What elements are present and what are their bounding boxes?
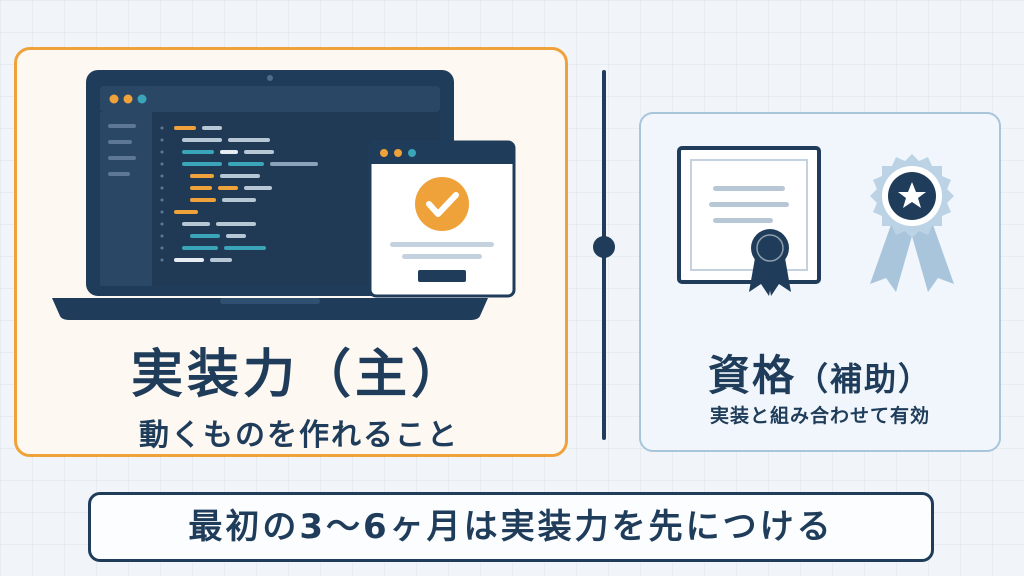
browser-checkmark-icon bbox=[368, 140, 516, 298]
certificate-icon bbox=[677, 146, 821, 296]
implementation-title: 実装力（主） bbox=[130, 345, 467, 405]
award-ribbon-icon bbox=[870, 154, 954, 292]
divider-dot bbox=[593, 236, 615, 258]
qualification-title: 資格（補助） bbox=[650, 342, 990, 403]
summary-banner: 最初の3～6ヶ月は実装力を先につける bbox=[88, 492, 934, 562]
qualification-title-paren: （補助） bbox=[796, 360, 933, 398]
summary-banner-text: 最初の3～6ヶ月は実装力を先につける bbox=[188, 507, 834, 547]
qualification-title-main: 資格 bbox=[707, 351, 796, 400]
qualification-subtitle: 実装と組み合わせて有効 bbox=[709, 405, 930, 427]
laptop-code-icon bbox=[52, 70, 488, 320]
implementation-subtitle: 動くものを作れること bbox=[139, 418, 459, 453]
